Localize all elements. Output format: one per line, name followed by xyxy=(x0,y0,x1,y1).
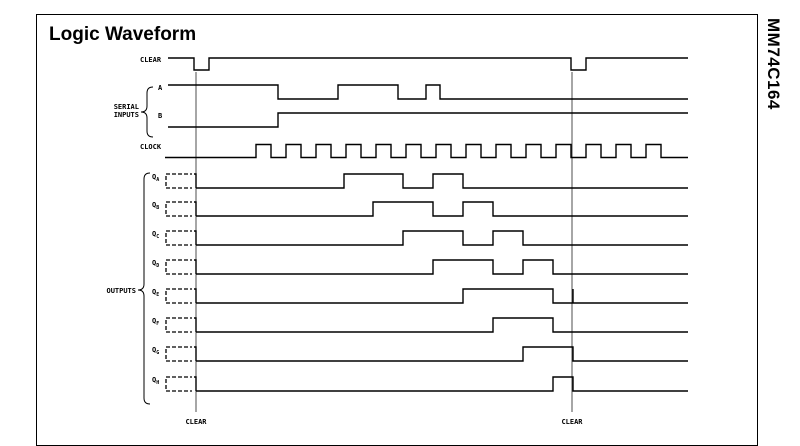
waveform-qd xyxy=(196,259,688,275)
waveform-qf xyxy=(196,317,688,333)
outputs-brace xyxy=(137,172,151,405)
signal-label-qa: QA xyxy=(152,173,159,183)
waveform-qc xyxy=(196,230,688,246)
waveform-qb xyxy=(196,201,688,217)
clear-marker-label-2: CLEAR xyxy=(561,418,583,426)
signal-label-qe: QE xyxy=(152,288,159,298)
waveform-clock xyxy=(165,143,688,159)
diagram-title: Logic Waveform xyxy=(49,24,197,45)
serial-inputs-label: SERIAL xyxy=(114,103,139,111)
signal-label-a: A xyxy=(158,84,163,92)
signal-label-qd: QD xyxy=(152,259,159,269)
signal-label-qc: QC xyxy=(152,230,159,240)
unknown-state-qe xyxy=(165,288,192,304)
signal-label-qb: QB xyxy=(152,201,159,211)
signal-label-qf: QF xyxy=(152,317,159,327)
waveform-clear xyxy=(168,57,688,71)
signal-label-b: B xyxy=(158,112,162,120)
signal-label-clock: CLOCK xyxy=(140,143,162,151)
waveform-qg xyxy=(196,346,688,362)
waveform-qh xyxy=(196,376,688,392)
signal-label-clear: CLEAR xyxy=(140,56,162,64)
unknown-state-qf xyxy=(165,317,192,333)
serial-inputs-brace xyxy=(140,86,154,138)
unknown-state-qh xyxy=(165,376,192,392)
outputs-label: OUTPUTS xyxy=(106,287,136,295)
serial-inputs-label: INPUTS xyxy=(114,111,139,119)
clear-marker-label-1: CLEAR xyxy=(185,418,207,426)
unknown-state-qb xyxy=(165,201,192,217)
waveform-a xyxy=(168,84,688,100)
part-number: MM74C164 xyxy=(764,18,783,110)
unknown-state-qa xyxy=(165,173,192,189)
unknown-state-qg xyxy=(165,346,192,362)
signal-label-qg: QG xyxy=(152,346,159,356)
unknown-state-qd xyxy=(165,259,192,275)
unknown-state-qc xyxy=(165,230,192,246)
waveform-qa xyxy=(196,173,688,189)
waveform-b xyxy=(168,112,688,128)
signal-label-qh: QH xyxy=(152,376,159,386)
waveform-qe xyxy=(196,288,688,304)
